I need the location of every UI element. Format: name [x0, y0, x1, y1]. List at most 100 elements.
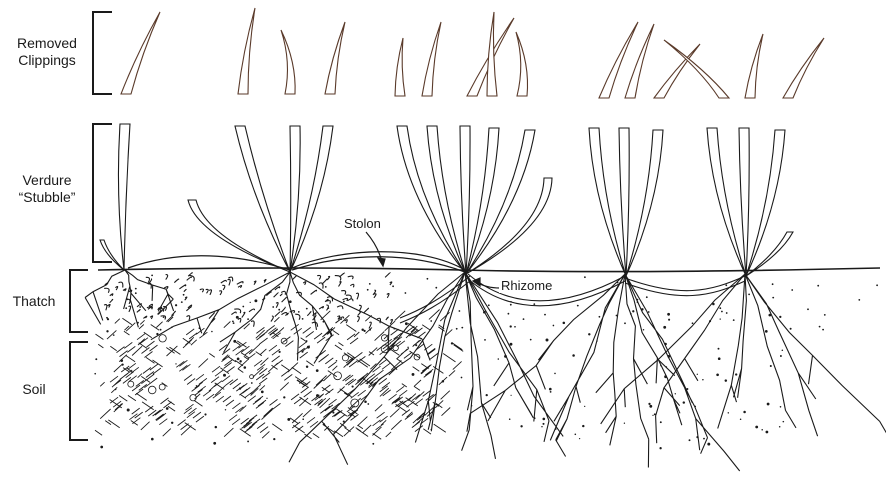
soil-particle: [703, 438, 705, 440]
soil-particle: [563, 322, 566, 325]
soil-particle: [660, 421, 662, 423]
soil-particle: [251, 382, 253, 384]
thatch-speck: [325, 286, 327, 288]
soil-particle: [266, 398, 267, 399]
soil-particle: [675, 393, 676, 394]
soil-particle: [632, 310, 634, 312]
soil-particle: [510, 395, 511, 396]
soil-particle: [430, 320, 432, 322]
soil-particle: [782, 349, 784, 351]
thatch-speck: [160, 329, 162, 331]
thatch-speck: [721, 311, 723, 313]
soil-particle: [287, 418, 290, 421]
soil-pebble: [159, 384, 165, 390]
soil-particle: [486, 394, 488, 396]
soil-particle: [289, 300, 292, 303]
soil-particle: [667, 313, 670, 316]
thatch-speck: [577, 305, 579, 307]
soil-particle: [254, 299, 257, 302]
verdure-blade: [460, 126, 470, 274]
verdure-blades: [100, 124, 793, 276]
verdure-blade: [118, 124, 130, 270]
section-brackets: [70, 12, 112, 440]
clipping: [625, 24, 654, 98]
soil-particle: [442, 380, 444, 382]
verdure-blade: [746, 130, 785, 276]
soil-particle: [336, 360, 338, 362]
thatch-speck: [824, 314, 826, 316]
clipping: [516, 32, 528, 96]
thatch-speck: [106, 317, 108, 319]
label-stubble-line2: “Stubble”: [4, 189, 90, 206]
soil-particle: [579, 438, 580, 439]
soil-particle: [171, 422, 173, 424]
thatch-speck: [327, 307, 329, 309]
soil-particle: [783, 421, 785, 423]
callout-arrows: [366, 232, 500, 288]
soil-particle: [332, 412, 334, 414]
verdure-blade-curled: [100, 240, 124, 270]
soil-particle: [728, 412, 729, 413]
soil-hatching: [95, 310, 463, 440]
label-thatch: Thatch: [2, 293, 66, 310]
soil-layer: [94, 299, 791, 449]
soil-particle: [100, 446, 103, 449]
soil-particle: [755, 426, 758, 429]
soil-particle: [509, 418, 511, 420]
thatch-speck: [272, 306, 274, 308]
thatch-speck: [233, 322, 235, 324]
soil-particle: [542, 423, 544, 425]
label-soil: Soil: [2, 381, 66, 398]
soil-particle: [364, 400, 367, 403]
soil-particle: [582, 425, 584, 427]
soil-particle: [716, 373, 719, 376]
label-removed-line1: Removed: [4, 35, 90, 52]
thatch-speck: [817, 285, 819, 287]
soil-particle: [306, 340, 308, 342]
soil-particle: [244, 366, 247, 369]
thatch-speck: [772, 297, 774, 299]
roots-edge-plant: [85, 270, 174, 327]
soil-particle: [225, 409, 226, 410]
bracket-thatch: [70, 270, 88, 332]
thatch-speck: [488, 304, 490, 306]
soil-particle: [407, 347, 408, 348]
thatch-speck: [508, 313, 510, 315]
soil-particle: [237, 358, 240, 361]
removed-clippings: [121, 8, 824, 98]
thatch-speck: [648, 311, 650, 313]
label-clippings-line2: Clippings: [4, 52, 90, 69]
soil-particle: [735, 373, 737, 375]
soil-particle: [652, 415, 653, 416]
soil-particle: [405, 322, 408, 325]
thatch-speck: [183, 294, 185, 296]
ground-line: [98, 268, 880, 272]
soil-particle: [584, 406, 585, 407]
thatch-speck: [791, 289, 793, 291]
thatch-speck: [584, 276, 586, 278]
thatch-speck: [405, 292, 407, 294]
soil-particle: [95, 358, 97, 360]
soil-particle: [779, 426, 781, 428]
thatch-speck: [367, 289, 369, 291]
thatch-speck: [163, 316, 165, 318]
soil-particle: [765, 330, 768, 333]
thatch-speck: [461, 327, 463, 329]
thatch-speck: [719, 307, 721, 309]
soil-particle: [720, 318, 721, 319]
label-verdure-stubble: Verdure “Stubble”: [4, 172, 90, 206]
soil-particle: [550, 391, 552, 393]
soil-particle: [298, 311, 300, 313]
soil-particle: [361, 329, 363, 331]
soil-particle: [520, 425, 522, 427]
thatch-speck: [772, 283, 774, 285]
label-verdure-line1: Verdure: [4, 172, 90, 189]
soil-particle: [683, 401, 685, 403]
soil-particle: [668, 319, 670, 321]
soil-particle: [223, 374, 226, 377]
soil-particle: [692, 322, 694, 324]
thatch-speck: [819, 326, 821, 328]
thatch-speck: [392, 285, 394, 287]
soil-particle: [554, 373, 556, 375]
soil-particle: [273, 438, 275, 440]
